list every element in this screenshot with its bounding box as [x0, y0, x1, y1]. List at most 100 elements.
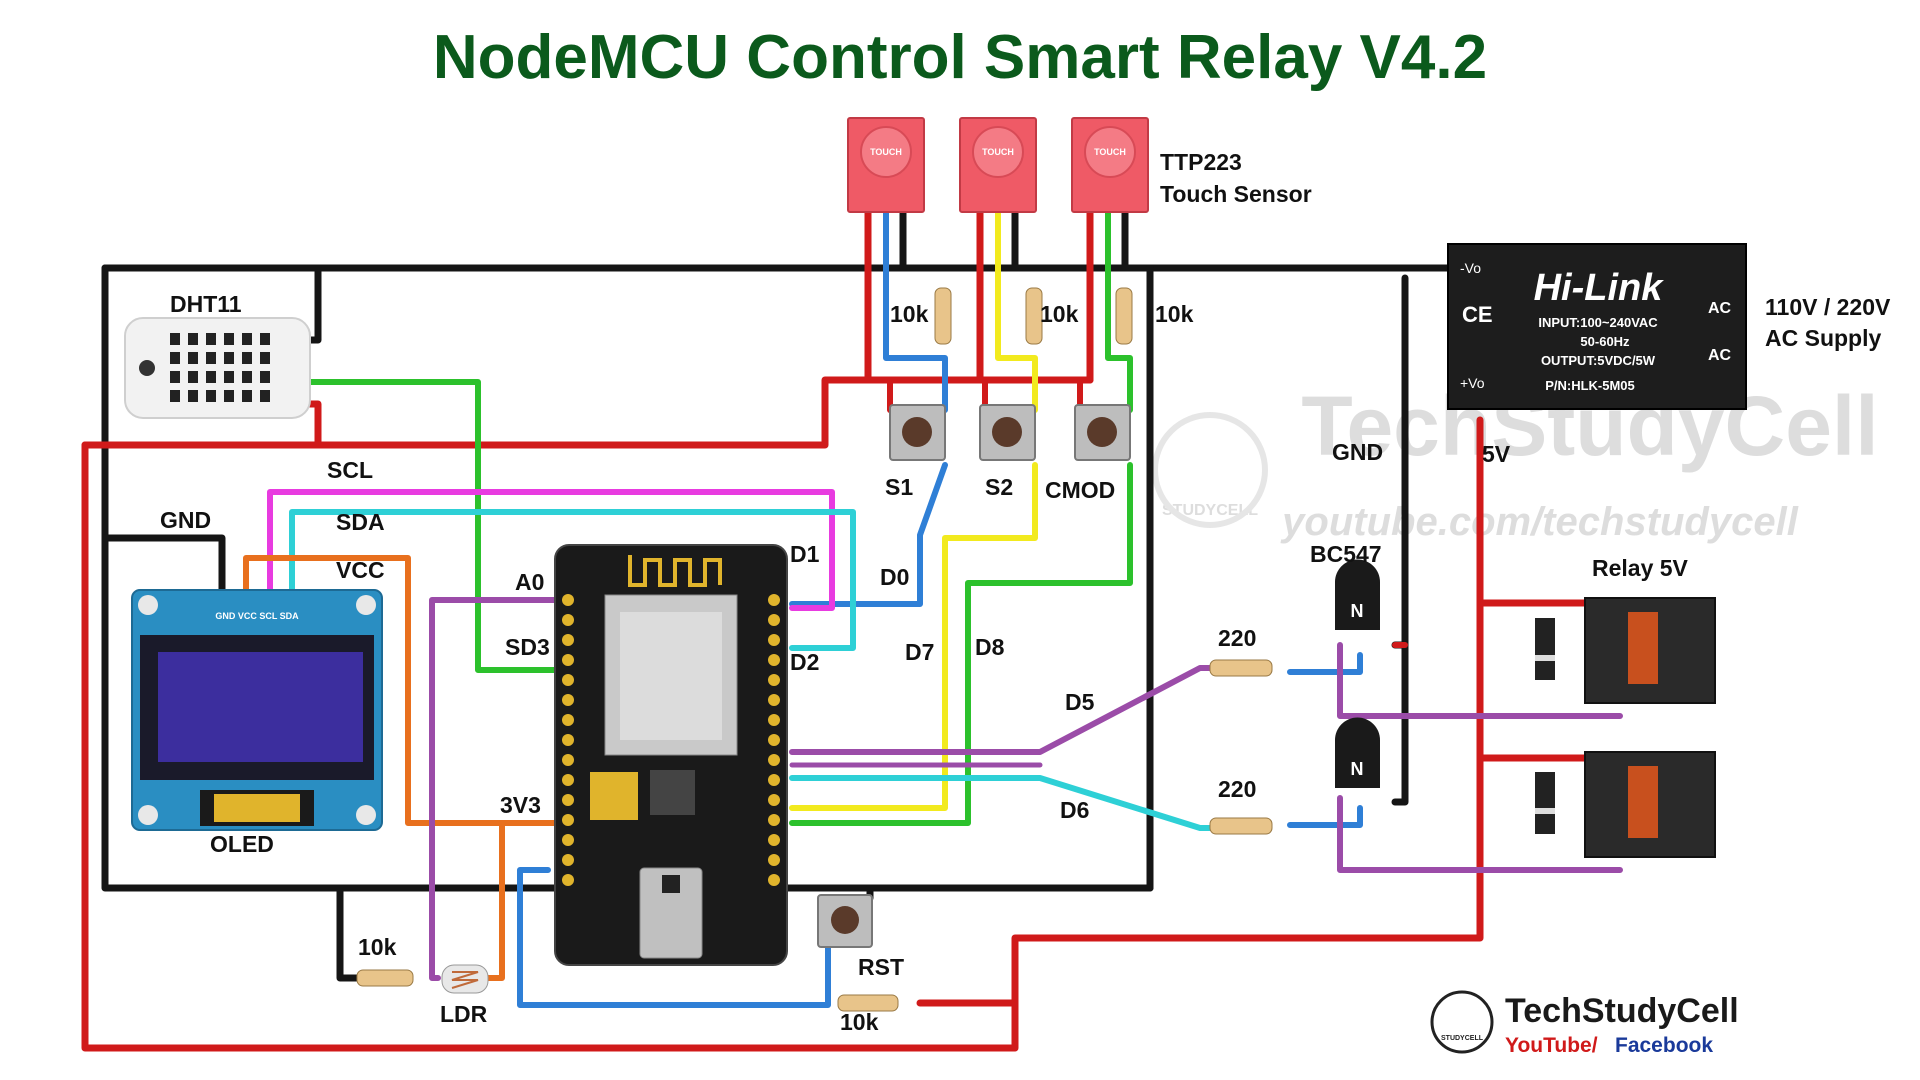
touch-sensor-label-1: TTP223 [1160, 149, 1242, 175]
pin-label-3v3: 3V3 [500, 792, 541, 818]
relay-2 [1535, 751, 1716, 858]
base-resistors: 220 220 [1209, 625, 1273, 835]
hilink-freq: 50-60Hz [1580, 334, 1630, 349]
brand-logo-mark: STUDYCELL [1441, 1035, 1484, 1042]
wire-scl [267, 489, 835, 615]
hilink-logo: Hi-Link [1534, 267, 1665, 309]
wire-sda [289, 509, 856, 651]
resistor-10k-ldr [356, 969, 414, 987]
resistor-10k-2 [1025, 287, 1043, 345]
nodemcu-board [554, 544, 788, 966]
resistor-220-1 [1209, 659, 1273, 677]
resistor-10k-1 [934, 287, 952, 345]
hilink-module: -Vo +Vo CE Hi-Link INPUT:100~240VAC 50-6… [1447, 243, 1891, 410]
pin-label-d7: D7 [905, 639, 934, 665]
wire-a0 [429, 597, 561, 981]
wire-d5 [789, 665, 1223, 755]
wire-relay1-coil [1337, 642, 1623, 719]
ldr-circuit: 10k LDR [356, 934, 489, 1027]
watermark-circle-icon [1152, 412, 1268, 528]
brand-logo: STUDYCELL TechStudyCell YouTube/ Faceboo… [1430, 990, 1739, 1057]
s2-label: S2 [985, 474, 1013, 500]
transistor-bc547-1: N [1335, 559, 1380, 630]
bc547-label: BC547 [1310, 541, 1382, 567]
resistor-220-2 [1209, 817, 1273, 835]
oled-label: OLED [210, 831, 274, 857]
touch-sensors: TOUCH TOUCH TOUCH TTP223 Touch Sensor [847, 117, 1312, 213]
hilink-pin-ac2: AC [1708, 347, 1732, 364]
pin-labels: A0 SD3 D1 D0 D2 D7 D8 D5 D6 3V3 SCL SDA … [160, 457, 1095, 823]
hilink-pin-plus: +Vo [1460, 375, 1485, 391]
wire-gnd-right [1391, 274, 1409, 806]
button-s2 [979, 404, 1036, 461]
transistor-mark: N [1351, 601, 1364, 621]
hilink-output: OUTPUT:5VDC/5W [1541, 353, 1656, 368]
r10k-label-2: 10k [1040, 301, 1079, 327]
cmod-label: CMOD [1045, 477, 1115, 503]
r220-label-1: 220 [1218, 625, 1256, 651]
dht11-label: DHT11 [170, 291, 242, 317]
wire-blue-bc2 [1287, 805, 1363, 828]
wire-ldr-vcc [485, 820, 505, 981]
wire-gnd-dht [306, 264, 322, 344]
r10k-label-1: 10k [890, 301, 929, 327]
wire-green-dht [307, 379, 561, 673]
wire-green-touch3 [1105, 202, 1133, 413]
wire-blue-bc1 [1287, 652, 1363, 675]
watermark-studycell: STUDYCELL [1162, 502, 1258, 519]
label-sda: SDA [336, 509, 385, 535]
touch-sensor-2: TOUCH [959, 117, 1037, 213]
wire-yellow-touch2 [995, 202, 1038, 413]
touch-sensor-1: TOUCH [847, 117, 925, 213]
touch-resistors: 10k 10k 10k [890, 287, 1194, 345]
transistor-bc547-2: N [1335, 717, 1380, 788]
label-scl: SCL [327, 457, 373, 483]
button-cmod [1074, 404, 1131, 461]
oled-display: GND VCC SCL SDA OLED [131, 589, 383, 857]
relay-1 [1535, 597, 1716, 704]
brand-name: TechStudyCell [1505, 992, 1739, 1030]
hilink-input: INPUT:100~240VAC [1538, 315, 1658, 330]
transistors: N N BC547 [1310, 541, 1382, 788]
label-gnd-left: GND [160, 507, 211, 533]
brand-youtube: YouTube/ [1505, 1034, 1598, 1057]
wire-gnd-oled [101, 534, 226, 616]
resistor-10k-3 [1115, 287, 1133, 345]
touch-pad-label: TOUCH [1094, 147, 1126, 157]
wire-vcc-left [81, 416, 1484, 1052]
pin-label-d0: D0 [880, 564, 909, 590]
resistor-10k-rst [837, 994, 899, 1012]
pin-label-d6: D6 [1060, 797, 1089, 823]
wire-yellow-d7 [789, 462, 1038, 811]
5v-label: 5V [1482, 441, 1511, 467]
watermark-url: youtube.com/techstudycell [1280, 500, 1799, 544]
hilink-pin-ac1: AC [1708, 300, 1732, 317]
gnd-right-label: GND [1332, 439, 1383, 465]
pin-label-d8: D8 [975, 634, 1005, 660]
wire-relay2-coil [1337, 795, 1623, 873]
ac-supply-label-1: 110V / 220V [1765, 294, 1891, 320]
transistor-mark: N [1351, 759, 1364, 779]
hilink-part: P/N:HLK-5M05 [1545, 378, 1635, 393]
oled-pin-labels: GND VCC SCL SDA [215, 611, 299, 621]
rst-circuit: RST 10k [817, 894, 904, 1035]
wire-vcc-dht [306, 400, 322, 449]
wire-green-d8 [789, 462, 1133, 826]
wire-blue-touch1 [883, 202, 948, 413]
rst-label: RST [858, 954, 904, 980]
label-vcc: VCC [336, 557, 385, 583]
push-buttons: S1 S2 CMOD [885, 404, 1131, 503]
wire-vcc-rail [81, 376, 1094, 449]
diagram-title: NodeMCU Control Smart Relay V4.2 [433, 23, 1487, 92]
r10k-label-3: 10k [1155, 301, 1194, 327]
wire-gnd-ldr [336, 884, 364, 982]
pin-label-d5: D5 [1065, 689, 1095, 715]
r10k-ldr-label: 10k [358, 934, 397, 960]
touch-pad-label: TOUCH [870, 147, 902, 157]
touch-pad-label: TOUCH [982, 147, 1014, 157]
ac-supply-label-2: AC Supply [1765, 325, 1881, 351]
pin-label-d2: D2 [790, 649, 819, 675]
hilink-pin-minus: -Vo [1460, 260, 1481, 276]
ldr-label: LDR [440, 1001, 488, 1027]
